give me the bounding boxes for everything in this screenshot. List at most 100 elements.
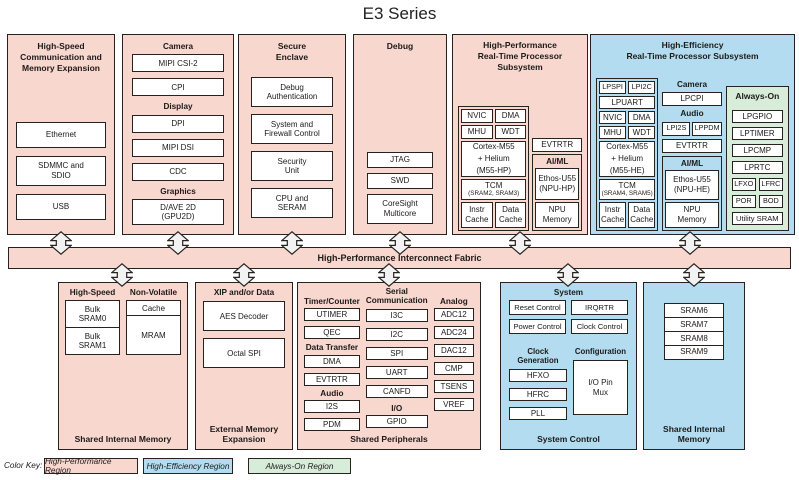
box-dac12: DAC12 <box>433 344 474 358</box>
block-system-control: System Reset Control IRQRTR Power Contro… <box>500 282 637 450</box>
box-pdm: PDM <box>304 418 360 432</box>
block-title: System Control <box>537 434 600 444</box>
box-gpio: GPIO <box>365 415 428 429</box>
box-lpi2c: LPI2C <box>628 81 656 94</box>
he-cpu-group: LPSPI LPI2C LPUART NVIC DMA MHU WDT Cort… <box>596 78 659 231</box>
box-data-cache: Data Cache <box>494 202 527 228</box>
section-header-audio: Audio <box>320 388 344 398</box>
fabric-label: High-Performance Interconnect Fabric <box>317 253 482 263</box>
block-hp-rt-processor-subsystem: High-Performance Real-Time Processor Sub… <box>452 34 588 235</box>
tcm-sram-label: (SRAM4, SRAM5) <box>601 189 653 197</box>
box-pll: PLL <box>509 407 567 421</box>
box-instr-cache: Instr Cache <box>461 202 493 228</box>
bidirectional-arrow-icon <box>281 231 303 255</box>
box-dma-periph: DMA <box>304 354 360 368</box>
block-he-rt-processor-subsystem: High-Efficiency Real-Time Processor Subs… <box>590 34 795 235</box>
block-external-memory-expansion: XIP and/or Data AES Decoder Octal SPI Ex… <box>195 282 293 450</box>
box-vref: VREF <box>433 398 474 412</box>
block-high-speed-comm-memory-expansion: High-Speed Communication and Memory Expa… <box>7 34 115 235</box>
box-clock-control: Clock Control <box>571 319 628 335</box>
block-title: High-Performance Real-Time Processor Sub… <box>477 40 563 73</box>
legend-high-performance-region: High-Performance Region <box>44 457 138 475</box>
peripheral-box-dave2d-gpu2d: D/AVE 2D (GPU2D) <box>132 199 224 226</box>
box-wdt-he: WDT <box>628 126 656 139</box>
always-on-group: Always-On LPGPIO LPTIMER LPCMP LPRTC LFX… <box>725 86 790 231</box>
peripheral-box-mipi-dsi: MIPI DSI <box>132 138 224 157</box>
block-shared-internal-memory-hp: High-Speed Bulk SRAM0 Bulk SRAM1 Non-Vol… <box>58 282 188 450</box>
bidirectional-arrow-icon <box>233 263 255 287</box>
section-header-high-speed: High-Speed <box>69 288 116 297</box>
box-octal-spi: Octal SPI <box>203 338 285 369</box>
section-header-timer-counter: Timer/Counter <box>304 297 360 306</box>
section-header-display: Display <box>163 102 193 112</box>
box-adc12: ADC12 <box>433 308 474 322</box>
block-title: External Memory Expansion <box>209 424 279 444</box>
section-header-data-transfer: Data Transfer <box>305 343 359 353</box>
box-lprtc: LPRTC <box>731 161 784 174</box>
section-header-graphics: Graphics <box>160 186 196 196</box>
box-lfxo: LFXO <box>731 178 756 191</box>
section-header-system: System <box>553 288 584 297</box>
box-nvic-he: NVIC <box>599 111 627 124</box>
box-npu-memory-hp: NPU Memory <box>535 202 579 228</box>
box-evtrtr-hp: EVTRTR <box>532 137 582 152</box>
box-debug-authentication: Debug Authentication <box>251 77 333 108</box>
section-header-aiml-he: AI/ML <box>680 158 704 168</box>
block-secure-enclave: Secure Enclave Debug Authentication Syst… <box>238 34 346 235</box>
tcm-sram-label: (SRAM2, SRAM3) <box>468 189 520 197</box>
bidirectional-arrow-icon <box>50 231 72 255</box>
box-cmp: CMP <box>433 362 474 376</box>
box-lptimer: LPTIMER <box>731 127 784 140</box>
box-dma-he: DMA <box>628 111 656 124</box>
box-i3c: I3C <box>365 308 428 322</box>
box-mram: MRAM <box>126 315 181 356</box>
box-coresight-multicore: CoreSight Multicore <box>367 194 433 224</box>
box-cortex-m55-he: Cortex-M55 + Helium (M55-HE) <box>599 141 656 177</box>
box-instr-cache-he: Instr Cache <box>599 202 627 228</box>
box-ethos-u55-npu-hp: Ethos-U55 (NPU-HP) <box>535 168 579 200</box>
box-tsens: TSENS <box>433 380 474 394</box>
peripheral-box-usb: USB <box>16 194 106 220</box>
section-header-camera: Camera <box>162 42 194 51</box>
peripheral-box-cpi: CPI <box>132 78 224 97</box>
box-power-control: Power Control <box>509 319 566 335</box>
box-security-unit: Security Unit <box>251 151 333 182</box>
box-jtag: JTAG <box>367 152 433 168</box>
box-tcm-hp: TCM (SRAM2, SRAM3) <box>461 179 527 200</box>
section-header-clock-generation: Clock Generation <box>517 347 559 366</box>
block-title: High-Efficiency Real-Time Processor Subs… <box>626 40 759 62</box>
tcm-label: TCM <box>485 181 503 191</box>
box-dma: DMA <box>494 109 527 123</box>
box-data-cache-he: Data Cache <box>628 202 656 228</box>
bidirectional-arrow-icon <box>378 263 400 287</box>
box-sram9: SRAM9 <box>664 344 724 360</box>
box-wdt: WDT <box>494 125 527 139</box>
box-lpuart: LPUART <box>599 96 656 109</box>
box-utimer: UTIMER <box>304 308 360 322</box>
section-header-xip-data: XIP and/or Data <box>213 288 275 297</box>
box-aes-decoder: AES Decoder <box>203 301 285 332</box>
he-aiml-group: AI/ML Ethos-U55 (NPU-HE) NPU Memory <box>662 155 722 231</box>
peripheral-box-ethernet: Ethernet <box>16 122 106 148</box>
hp-aiml-group: AI/ML Ethos-U55 (NPU-HP) NPU Memory <box>532 153 582 231</box>
box-npu-memory-he: NPU Memory <box>665 202 719 228</box>
box-lppdm: LPPDM <box>692 121 722 136</box>
section-header-non-volatile: Non-Volatile <box>129 288 178 297</box>
box-qec: QEC <box>304 326 360 340</box>
bidirectional-arrow-icon <box>557 263 579 287</box>
box-lpi2s: LPI2S <box>662 121 691 136</box>
peripheral-box-mipi-csi2: MIPI CSI-2 <box>132 54 224 73</box>
box-cortex-m55-hp: Cortex-M55 + Helium (M55-HP) <box>461 141 527 177</box>
box-bulk-sram0: Bulk SRAM0 <box>65 300 120 329</box>
box-sram7: SRAM7 <box>664 316 724 332</box>
box-bulk-sram1: Bulk SRAM1 <box>65 327 120 356</box>
block-shared-peripherals: Timer/Counter UTIMER QEC Data Transfer D… <box>297 282 481 450</box>
page-title: E3 Series <box>362 4 437 23</box>
box-swd: SWD <box>367 173 433 189</box>
box-lfrc: LFRC <box>758 178 784 191</box>
box-bod: BOD <box>758 195 784 208</box>
bidirectional-arrow-icon <box>679 231 701 255</box>
block-title: Debug <box>386 41 414 51</box>
box-lpgpio: LPGPIO <box>731 110 784 123</box>
box-mhu: MHU <box>461 125 493 139</box>
